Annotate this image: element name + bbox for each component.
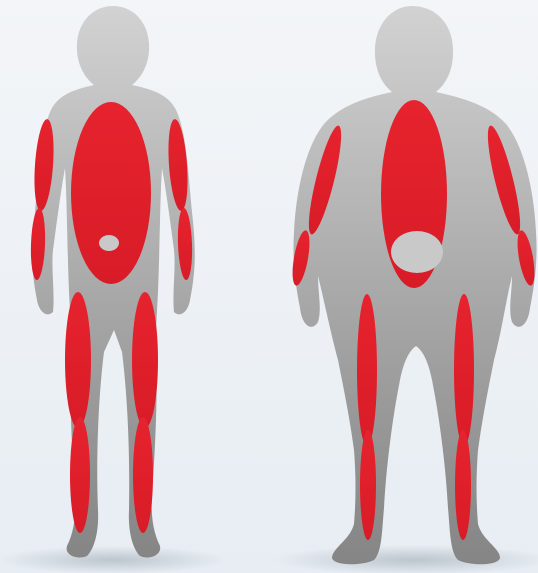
lean-left-thigh-tissue <box>65 292 91 428</box>
lean-right-calf-tissue <box>133 417 153 533</box>
lean-figure <box>30 6 195 558</box>
lean-belly-fat <box>99 235 119 251</box>
obese-right-calf-tissue <box>455 430 471 540</box>
obese-belly-fat <box>391 231 443 273</box>
obese-right-thigh-tissue <box>454 294 474 446</box>
lean-floor-shadow <box>0 546 228 573</box>
lean-torso-tissue <box>71 102 151 284</box>
obese-left-thigh-tissue <box>357 294 377 446</box>
obese-left-calf-tissue <box>360 430 376 540</box>
lean-right-thigh-tissue <box>132 292 158 428</box>
obese-figure <box>289 6 538 564</box>
lean-left-calf-tissue <box>70 417 90 533</box>
